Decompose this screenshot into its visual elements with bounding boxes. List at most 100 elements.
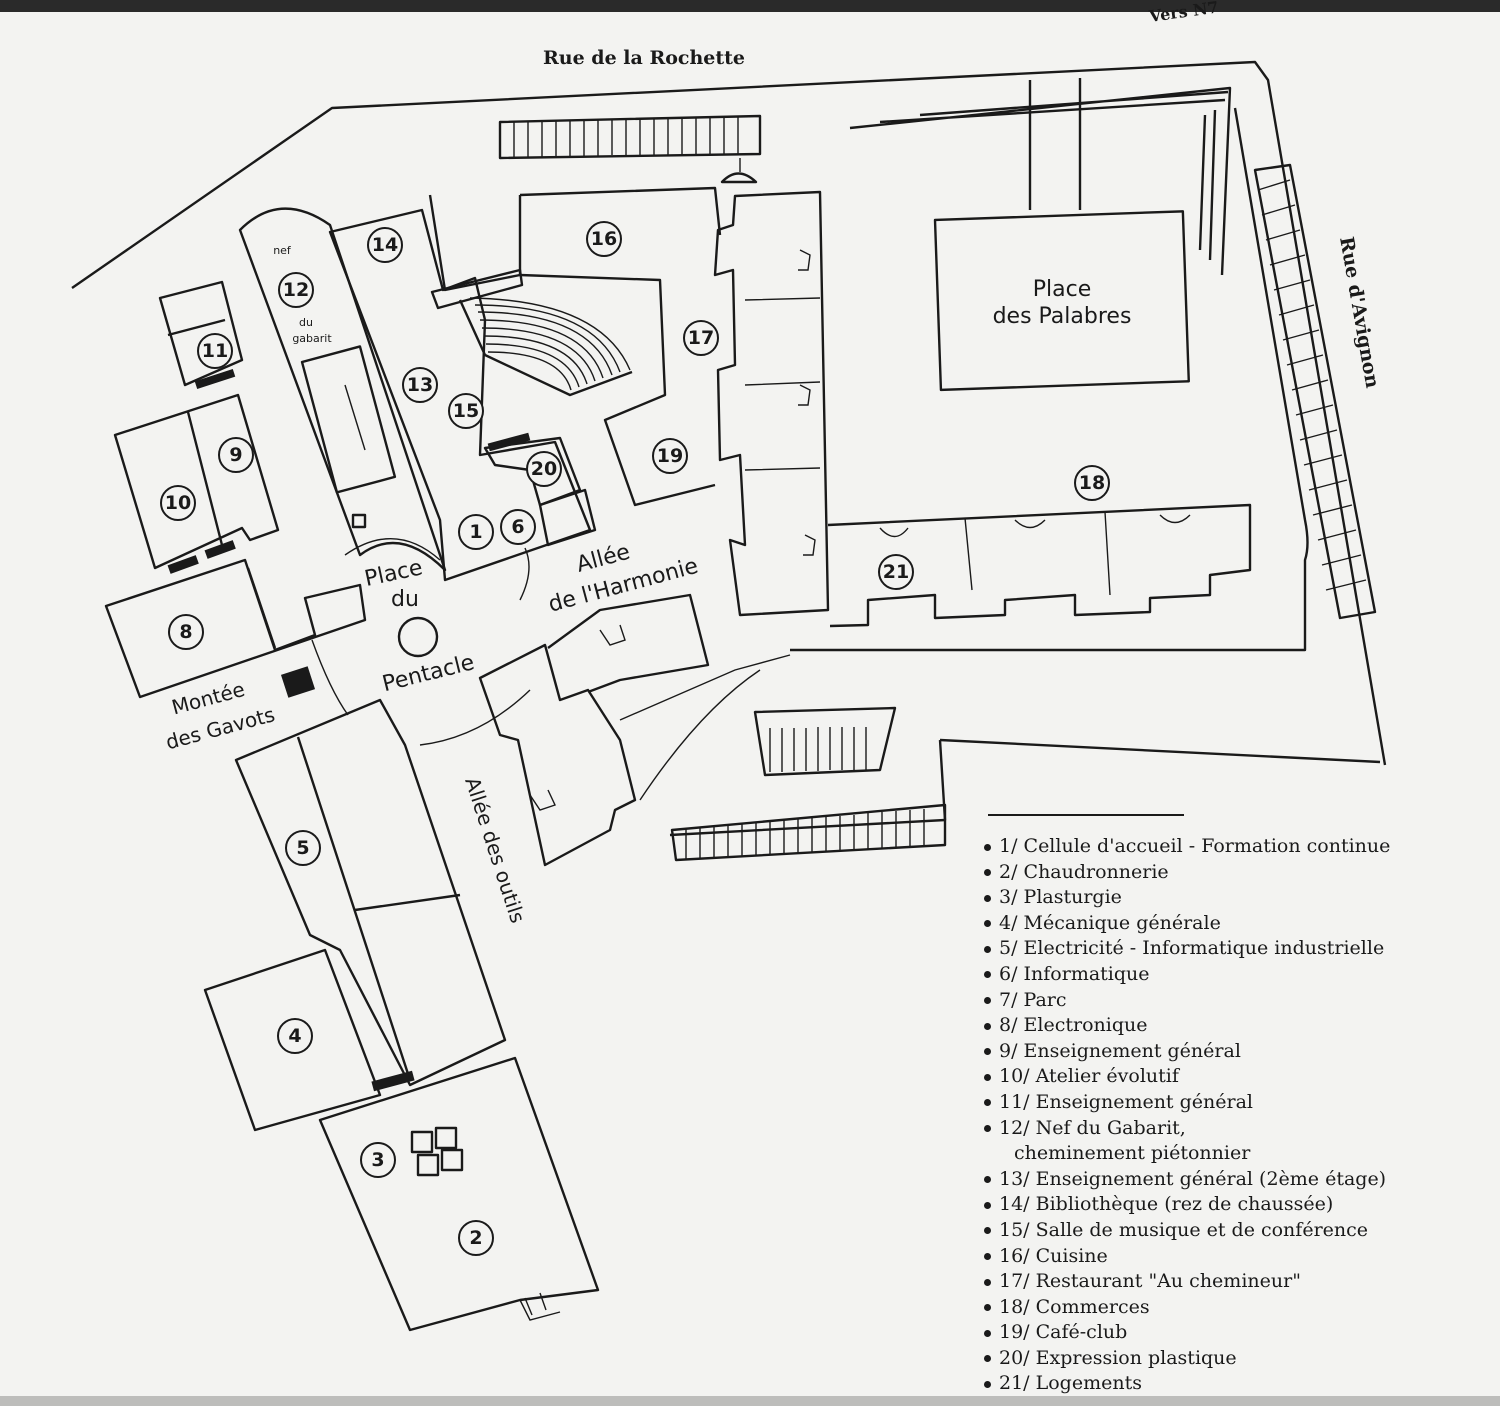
amphitheatre — [430, 268, 633, 397]
legend-item-label: 16/ Cuisine — [999, 1244, 1108, 1267]
legend-item: 6/ Informatique — [984, 962, 1444, 988]
marker-number: 15 — [453, 400, 479, 422]
marker-number: 3 — [371, 1149, 384, 1171]
boundary-south-inner — [939, 738, 1381, 764]
legend-item-label: 17/ Restaurant "Au chemineur" — [999, 1270, 1301, 1293]
legend-item-label: 4/ Mécanique générale — [999, 911, 1221, 934]
marker-number: 4 — [288, 1025, 301, 1047]
legend-item: 21/ Logements — [984, 1371, 1444, 1397]
nef-inner-rect — [300, 345, 397, 494]
place-pentacle-l3: Pentacle — [380, 650, 477, 697]
marker-number: 21 — [883, 561, 909, 583]
marker-number: 11 — [202, 340, 228, 362]
marker-circle — [1074, 465, 1110, 501]
bullet-icon — [984, 1201, 991, 1209]
street-vers-n7: Vers N7 — [1147, 0, 1220, 26]
legend-item-label: 9/ Enseignement général — [999, 1039, 1241, 1062]
marker-circle — [367, 227, 403, 263]
legend-item-label: 6/ Informatique — [999, 962, 1150, 985]
marker-number: 10 — [165, 492, 191, 514]
nef-arc — [344, 537, 441, 561]
legend-item: 18/ Commerces — [984, 1295, 1444, 1321]
bullet-icon — [984, 1048, 991, 1056]
bullet-icon — [984, 1304, 991, 1312]
bullet-icon — [984, 971, 991, 979]
legend-item: cheminement piétonnier — [984, 1141, 1444, 1167]
legend-item: 20/ Expression plastique — [984, 1346, 1444, 1372]
nef-label-top: nef — [273, 244, 292, 257]
marker-circle — [878, 554, 914, 590]
pentacle-fountain — [397, 616, 439, 658]
connector-14 — [428, 194, 521, 292]
legend-item: 19/ Café-club — [984, 1320, 1444, 1346]
marker-circle — [526, 451, 562, 487]
bullet-icon — [984, 1176, 991, 1184]
marker-number: 18 — [1079, 472, 1105, 494]
legend-item-label: 20/ Expression plastique — [999, 1346, 1237, 1369]
bullet-icon — [984, 1253, 991, 1260]
legend-item: 13/ Enseignement général (2ème étage) — [984, 1167, 1444, 1193]
marker-circle — [360, 1142, 396, 1178]
legend-item: 16/ Cuisine — [984, 1244, 1444, 1270]
marker-17: 17 — [683, 320, 719, 356]
legend-item-label: 8/ Electronique — [999, 1014, 1148, 1037]
legend-item: 5/ Electricité - Informatique industriel… — [984, 936, 1444, 962]
building-10-block — [167, 555, 199, 574]
south-central-buildings — [478, 593, 710, 867]
marker-circle — [278, 272, 314, 308]
legend-item-label: 21/ Logements — [999, 1372, 1142, 1395]
marker-circle — [652, 438, 688, 474]
legend-item-label: 15/ Salle de musique et de conférence — [999, 1218, 1369, 1241]
building-4-5-block — [371, 1070, 415, 1092]
nef-label-gabarit: gabarit — [292, 332, 332, 345]
street-rue-d-avignon: Rue d'Avignon — [1335, 235, 1383, 390]
legend-item-label: 5/ Electricité - Informatique industriel… — [999, 937, 1385, 960]
place-palabres-l2: des Palabres — [993, 304, 1132, 329]
marker-number: 16 — [591, 228, 617, 250]
pentacle-ring — [311, 547, 531, 746]
marker-number: 19 — [657, 445, 683, 467]
bullet-icon — [984, 1125, 991, 1133]
legend-item-label: 3/ Plasturgie — [999, 886, 1122, 909]
bullet-icon — [984, 894, 991, 902]
building-21-doors — [879, 514, 1191, 538]
legend-item: 10/ Atelier évolutif — [984, 1064, 1444, 1090]
building-17-div — [744, 297, 821, 471]
bullet-icon — [984, 869, 991, 877]
marker-circle — [683, 320, 719, 356]
bullet-icon — [984, 1227, 991, 1235]
marker-20: 20 — [526, 451, 562, 487]
legend-item-label: 12/ Nef du Gabarit, — [999, 1116, 1186, 1139]
bullet-icon — [984, 1329, 991, 1337]
building-9-block — [204, 540, 236, 559]
marker-12: 12 — [278, 272, 314, 308]
legend-item-label: 10/ Atelier évolutif — [999, 1065, 1179, 1088]
legend-item: 3/ Plasturgie — [984, 885, 1444, 911]
marker-10: 10 — [160, 485, 196, 521]
bullet-icon — [984, 997, 991, 1005]
marker-number: 14 — [372, 234, 398, 256]
legend-item: 2/ Chaudronnerie — [984, 860, 1444, 886]
bullet-icon — [984, 843, 991, 851]
site-boundary — [71, 60, 1387, 766]
marker-number: 9 — [229, 444, 242, 466]
bullet-icon — [984, 1278, 991, 1286]
marker-18: 18 — [1074, 465, 1110, 501]
marker-14: 14 — [367, 227, 403, 263]
marker-circle — [197, 333, 233, 369]
marker-3: 3 — [360, 1142, 396, 1178]
south-central-door — [529, 624, 626, 811]
marker-number: 12 — [283, 279, 309, 301]
building-2-3 — [318, 1056, 600, 1332]
legend-item-label: 7/ Parc — [999, 988, 1067, 1011]
building-4 — [203, 948, 382, 1132]
bullet-icon — [984, 1073, 991, 1081]
legend-item: 1/ Cellule d'accueil - Formation continu… — [984, 834, 1444, 860]
nef-track — [344, 384, 366, 451]
legend: 1/ Cellule d'accueil - Formation continu… — [984, 834, 1444, 1397]
marker-4: 4 — [277, 1018, 313, 1054]
nef-square — [351, 513, 367, 529]
marker-circle — [277, 1018, 313, 1054]
bullet-icon — [984, 1099, 991, 1107]
bullet-icon — [984, 945, 991, 953]
